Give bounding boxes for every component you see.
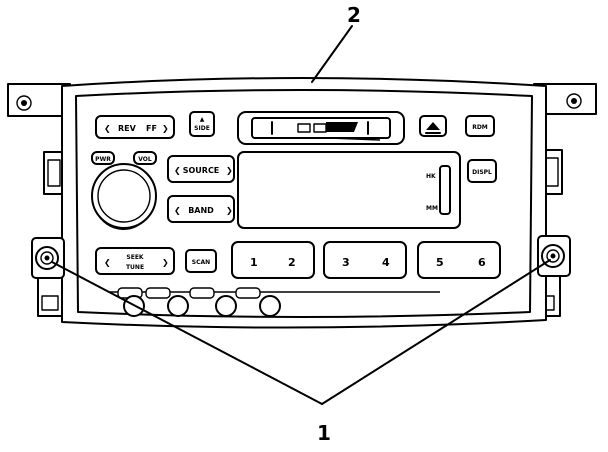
right-mounting-screw [537, 235, 571, 277]
lower-chassis-edge [110, 287, 440, 317]
svg-text:❮: ❮ [104, 124, 111, 133]
preset-2-label: 2 [288, 256, 296, 269]
left-mounting-bracket [7, 83, 71, 317]
svg-text:▲: ▲ [200, 116, 205, 123]
tune-label: TUNE [126, 264, 144, 271]
seek-tune-button[interactable]: ❮ SEEK TUNE ❯ [95, 247, 175, 275]
svg-text:❮: ❮ [174, 206, 181, 215]
source-button[interactable]: ❮ SOURCE ❯ [167, 155, 235, 183]
cassette-door[interactable] [237, 111, 405, 145]
display-window: HK MM [237, 151, 461, 229]
preset-5-label: 5 [436, 256, 444, 269]
rdm-button[interactable]: RDM [465, 115, 495, 137]
rev-label: REV [118, 124, 137, 133]
side-label: SIDE [194, 125, 210, 132]
preset-6-label: 6 [478, 256, 486, 269]
pwr-label: PWR [95, 156, 111, 163]
band-label: BAND [188, 206, 214, 215]
volume-button[interactable]: VOL [133, 151, 157, 165]
svg-text:❮: ❮ [104, 258, 111, 267]
svg-text:❯: ❯ [226, 166, 233, 175]
indicator-top: HK [426, 173, 436, 180]
scan-label: SCAN [192, 259, 210, 266]
svg-text:❯: ❯ [162, 124, 169, 133]
rev-ff-button[interactable]: ❮ REV FF ❯ [95, 115, 175, 139]
power-button[interactable]: PWR [91, 151, 115, 165]
band-button[interactable]: ❮ BAND ❯ [167, 195, 235, 223]
seek-label: SEEK [126, 254, 144, 261]
volume-knob[interactable] [91, 163, 157, 230]
preset-4-label: 4 [382, 256, 390, 269]
callout-1-leaders [51, 259, 551, 405]
disp-label: DISPL [472, 169, 492, 176]
svg-text:❯: ❯ [162, 258, 169, 267]
scan-button[interactable]: SCAN [185, 249, 217, 273]
eject-button[interactable] [419, 115, 447, 137]
callout-1-label: 1 [317, 421, 331, 445]
display-button[interactable]: DISPL [467, 159, 497, 183]
vol-label: VOL [138, 156, 152, 163]
left-mounting-screw [31, 237, 65, 279]
rdm-label: RDM [472, 124, 488, 131]
svg-text:❮: ❮ [174, 166, 181, 175]
preset-1-label: 1 [250, 256, 258, 269]
ff-label: FF [146, 124, 157, 133]
preset-3-label: 3 [342, 256, 350, 269]
callout-2-label: 2 [347, 3, 361, 27]
source-label: SOURCE [183, 166, 220, 175]
preset-button-5-6[interactable]: 5 6 [417, 241, 501, 279]
side-button[interactable]: ▲ SIDE [189, 111, 215, 137]
callout-2-leader [311, 25, 353, 83]
indicator-bottom: MM [426, 205, 438, 212]
svg-text:❯: ❯ [226, 206, 233, 215]
preset-button-3-4[interactable]: 3 4 [323, 241, 407, 279]
preset-button-1-2[interactable]: 1 2 [231, 241, 315, 279]
